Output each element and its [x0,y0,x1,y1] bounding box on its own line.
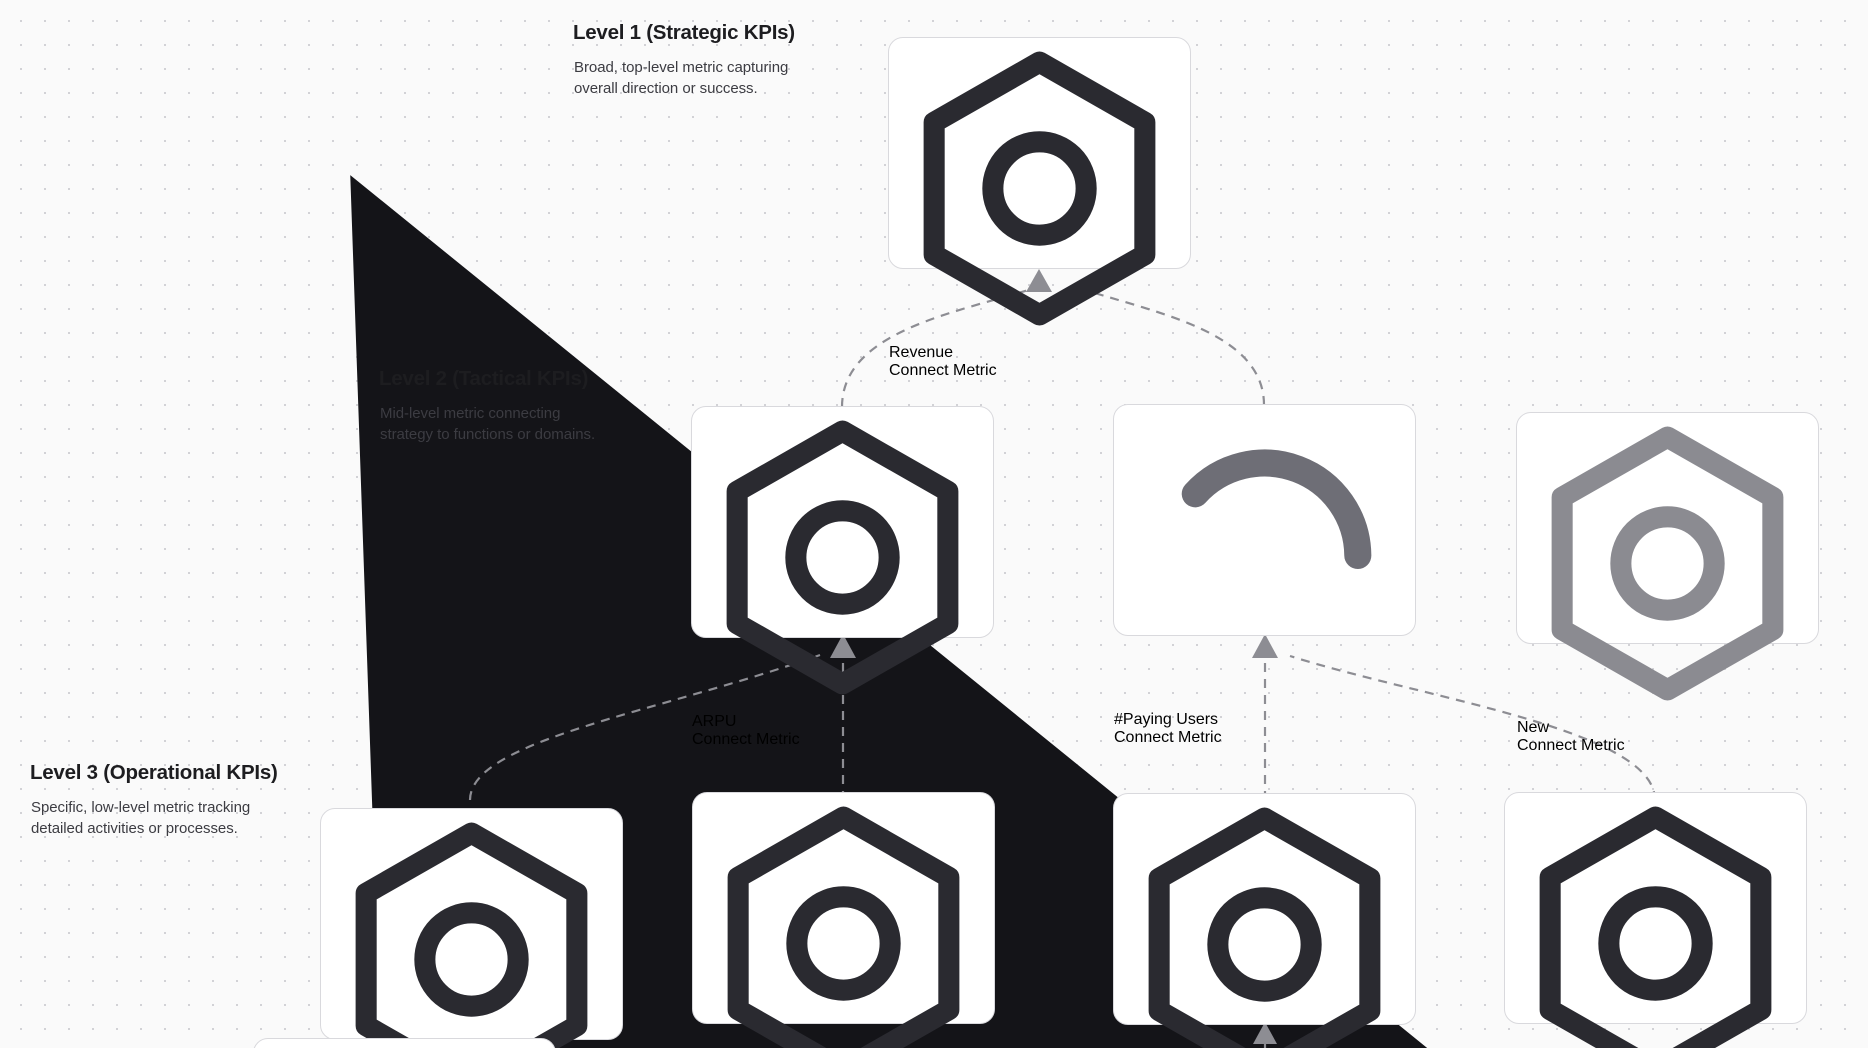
connect-metric-button-arpu[interactable]: Connect Metric [692,731,993,749]
card-title-paying-users: #Paying Users [1114,711,1219,728]
connect-metric-label: Connect Metric [1517,737,1625,754]
connect-metric-label: Connect Metric [692,731,800,748]
metric-card-new[interactable]: New Connect Metric [1516,412,1819,754]
card-title-revenue: Revenue [889,344,954,361]
connect-metric-button-new[interactable]: Connect Metric [1517,737,1818,755]
metric-card-active-users[interactable]: #Active Users Connect Metric [1113,793,1416,1048]
level-2-group-label: Level 2 (Tactical KPIs) Mid-level metric… [379,366,595,445]
card-header-active-users: #Active Users [1114,794,1415,1048]
level-3-title: Level 3 (Operational KPIs) [30,761,278,784]
level-3-description: Specific, low-level metric tracking deta… [30,797,278,840]
card-title-new: New [1517,719,1550,736]
level-1-desc-line-1: Broad, top-level metric capturing [574,58,789,76]
metric-card-purchases-per-user[interactable]: # Purchases/ User Connect Metric [320,808,623,1048]
level-2-description: Mid-level metric connecting strategy to … [379,403,595,446]
metric-card-partial-below-purchases[interactable] [253,1038,556,1048]
card-header-purchases-per-user: # Purchases/ User [321,809,622,1048]
level-2-title: Level 2 (Tactical KPIs) [379,367,589,390]
level-1-group-label: Level 1 (Strategic KPIs) Broad, top-leve… [573,20,795,99]
connect-metric-button-revenue[interactable]: Connect Metric [889,362,1190,380]
hexagon-metric-icon [1539,806,1772,1048]
hexagon-metric-icon [923,51,1156,326]
card-header-revenue: Revenue [889,38,1190,362]
spinner-loading-icon [1181,449,1372,570]
connect-metric-label: Connect Metric [1114,729,1222,746]
hexagon-metric-icon [727,806,960,1048]
connect-metric-label: Connect Metric [889,362,997,379]
hexagon-metric-icon [1148,807,1381,1048]
hexagon-metric-icon [1551,426,1784,701]
metric-card-arpu[interactable]: ARPU Connect Metric [691,406,994,748]
metric-card-paying-users[interactable]: #Paying Users Connect Metric [1113,404,1416,746]
card-header-arpu: ARPU [692,407,993,731]
hexagon-metric-icon [355,822,588,1048]
metric-card-aov[interactable]: AOV Connect Metric [692,792,995,1048]
level-3-desc-line-2: detailed activities or processes. [31,819,238,837]
level-3-group-label: Level 3 (Operational KPIs) Specific, low… [30,760,278,839]
level-1-desc-line-2: overall direction or success. [574,79,758,97]
card-header-paying-users: #Paying Users [1114,405,1415,729]
hexagon-metric-icon [726,420,959,695]
level-2-desc-line-1: Mid-level metric connecting [380,404,561,422]
card-header-aov: AOV [693,793,994,1048]
card-header-new: New [1517,413,1818,737]
metric-card-revenue[interactable]: Revenue Connect Metric [888,37,1191,379]
card-header-purchase-conversion-rate: Purchase Conversion Rate [1505,793,1806,1048]
level-2-desc-line-2: strategy to functions or domains. [380,425,596,443]
level-1-title: Level 1 (Strategic KPIs) [573,21,795,44]
level-1-description: Broad, top-level metric capturing overal… [573,57,795,100]
card-title-arpu: ARPU [692,713,737,730]
level-3-desc-line-1: Specific, low-level metric tracking [31,798,251,816]
connect-metric-button-paying-users[interactable]: Connect Metric [1114,729,1415,747]
metric-card-purchase-conversion-rate[interactable]: Purchase Conversion Rate Connect Metric [1504,792,1807,1048]
